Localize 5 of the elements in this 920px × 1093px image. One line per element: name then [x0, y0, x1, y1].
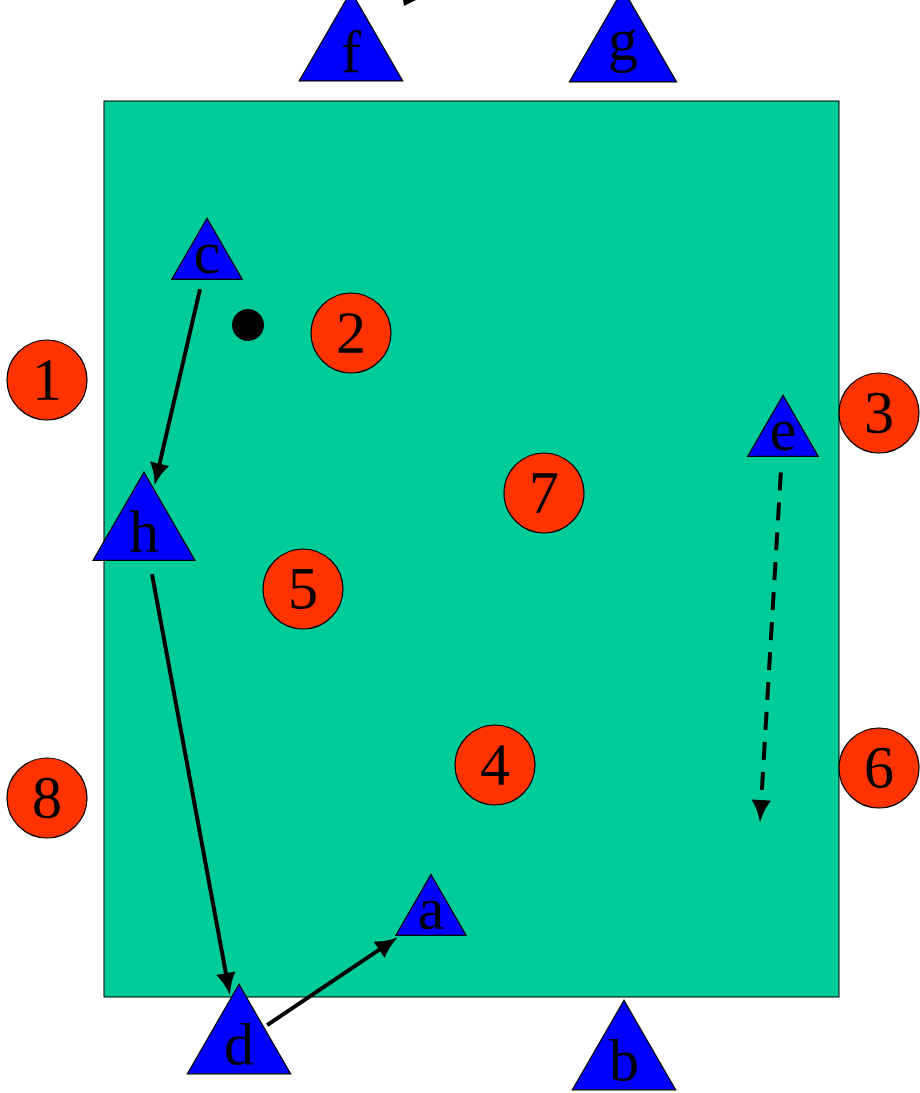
player-triangle: g	[568, 0, 678, 83]
player-triangle: f	[298, 0, 404, 82]
playing-field	[103, 100, 840, 998]
player-triangle: b	[571, 999, 677, 1091]
player-triangle: d	[186, 983, 292, 1075]
